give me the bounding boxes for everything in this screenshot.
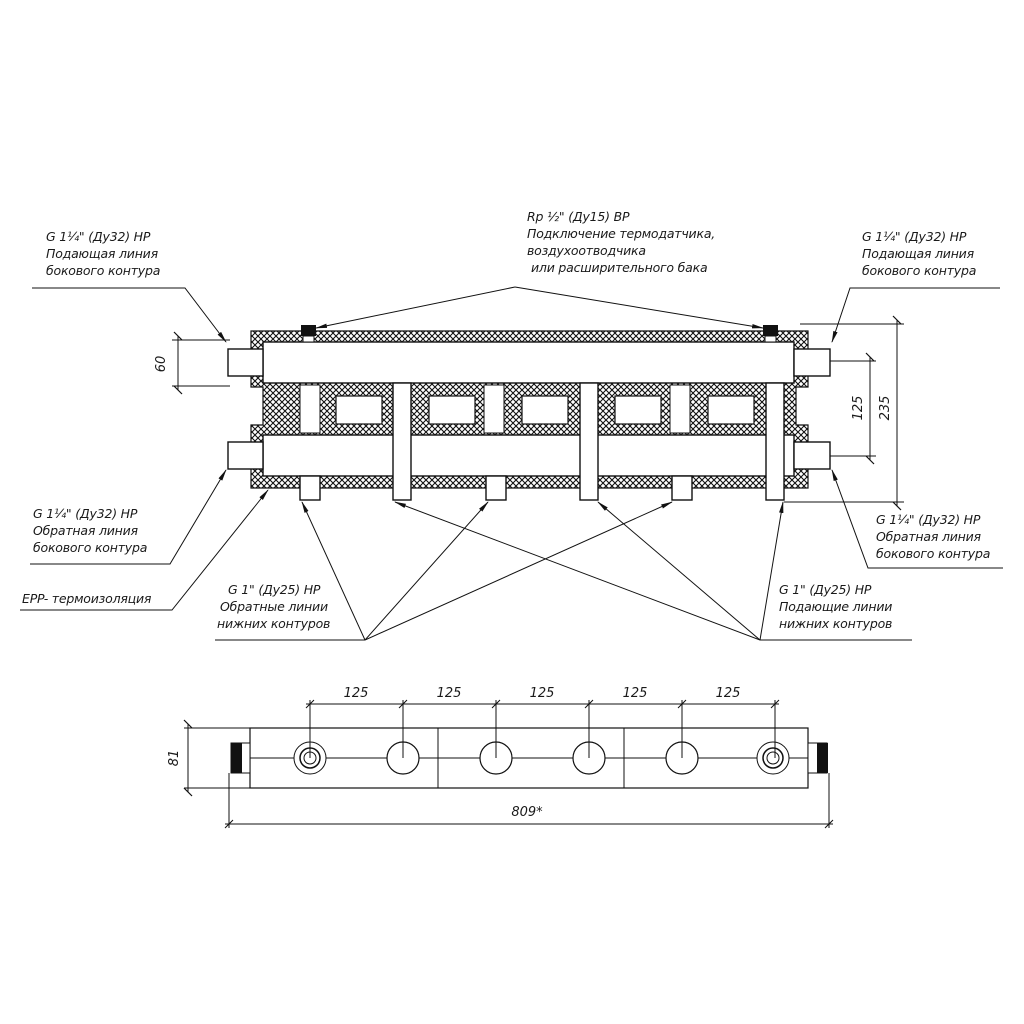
- svg-text:воздухоотводчика: воздухоотводчика: [527, 243, 646, 258]
- callout-bottom-left: G 1¼" (Ду32) НР Обратная линия бокового …: [33, 506, 147, 555]
- svg-text:EPP- термоизоляция: EPP- термоизоляция: [22, 591, 152, 606]
- svg-text:Обратные линии: Обратные линии: [220, 599, 328, 614]
- svg-text:бокового контура: бокового контура: [862, 263, 976, 278]
- svg-text:Подающие линии: Подающие линии: [779, 599, 892, 614]
- callout-supply-lower: G 1" (Ду25) НР Подающие линии нижних кон…: [779, 582, 892, 631]
- svg-text:бокового контура: бокового контура: [876, 546, 990, 561]
- insulation-gaps: [299, 384, 691, 434]
- svg-text:809*: 809*: [511, 805, 543, 820]
- svg-text:125: 125: [437, 686, 462, 701]
- svg-text:G 1¼" (Ду32) НР: G 1¼" (Ду32) НР: [46, 229, 151, 244]
- svg-text:Rp ½" (Ду15) ВР: Rp ½" (Ду15) ВР: [527, 209, 630, 224]
- svg-text:G 1" (Ду25) НР: G 1" (Ду25) НР: [779, 582, 872, 597]
- svg-text:бокового контура: бокового контура: [46, 263, 160, 278]
- return-outlet-stubs: [299, 475, 693, 501]
- svg-text:G 1¼" (Ду32) НР: G 1¼" (Ду32) НР: [876, 512, 981, 527]
- svg-text:бокового контура: бокового контура: [33, 540, 147, 555]
- svg-text:Подключение термодатчика,: Подключение термодатчика,: [527, 226, 715, 241]
- lower-header-pipe: [262, 434, 795, 477]
- sensor-ports: [301, 325, 778, 343]
- dimension-outlet-spacing: 125 125 125 125 125: [305, 686, 780, 758]
- svg-text:или расширительного бака: или расширительного бака: [531, 260, 707, 275]
- callout-insulation: EPP- термоизоляция: [22, 591, 152, 606]
- svg-text:125: 125: [530, 686, 555, 701]
- svg-text:G 1¼" (Ду32) НР: G 1¼" (Ду32) НР: [33, 506, 138, 521]
- svg-text:235: 235: [878, 396, 893, 421]
- svg-text:125: 125: [716, 686, 741, 701]
- supply-risers: [392, 382, 785, 501]
- callout-top-right: G 1¼" (Ду32) НР Подающая линия бокового …: [862, 229, 976, 278]
- svg-text:нижних контуров: нижних контуров: [779, 616, 892, 631]
- svg-text:нижних контуров: нижних контуров: [217, 616, 330, 631]
- svg-text:125: 125: [851, 396, 866, 421]
- upper-header-pipe: [262, 341, 795, 384]
- insulation-windows: [335, 395, 755, 425]
- svg-text:Обратная линия: Обратная линия: [876, 529, 982, 544]
- callout-return-lower: G 1" (Ду25) НР Обратные линии нижних кон…: [217, 582, 330, 631]
- svg-text:G 1¼" (Ду32) НР: G 1¼" (Ду32) НР: [862, 229, 967, 244]
- svg-text:81: 81: [167, 750, 182, 767]
- thread-left: [231, 743, 242, 773]
- svg-text:125: 125: [623, 686, 648, 701]
- svg-text:Подающая линия: Подающая линия: [862, 246, 975, 261]
- callout-top-center: Rp ½" (Ду15) ВР Подключение термодатчика…: [527, 209, 715, 275]
- leader-lines: [20, 286, 1003, 641]
- front-section-view: 60 125 235: [20, 286, 1003, 641]
- svg-text:Подающая линия: Подающая линия: [46, 246, 159, 261]
- dimension-809: 809*: [224, 773, 834, 829]
- top-view: 125 125 125 125 125 81 809*: [167, 686, 834, 829]
- dimension-60: 60: [154, 331, 230, 395]
- svg-text:125: 125: [344, 686, 369, 701]
- callout-top-left: G 1¼" (Ду32) НР Подающая линия бокового …: [46, 229, 160, 278]
- svg-text:G 1" (Ду25) НР: G 1" (Ду25) НР: [228, 582, 321, 597]
- thread-right: [817, 743, 828, 773]
- callout-bottom-right: G 1¼" (Ду32) НР Обратная линия бокового …: [876, 512, 990, 561]
- side-connections: [227, 348, 831, 470]
- svg-text:60: 60: [154, 356, 169, 373]
- svg-text:Обратная линия: Обратная линия: [33, 523, 139, 538]
- dimension-81: 81: [167, 719, 250, 797]
